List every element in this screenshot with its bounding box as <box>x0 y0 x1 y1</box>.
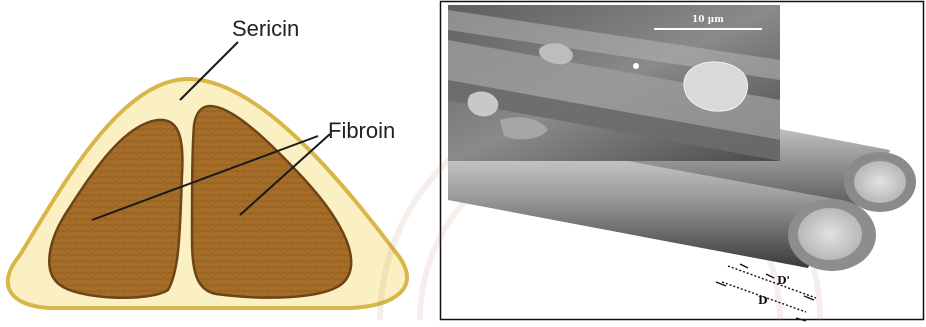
silk-fiber-3d-illustration: 10 µm D' D <box>380 2 924 322</box>
fibroin-core-left-shape <box>49 120 182 298</box>
fibroin-label: Fibroin <box>328 118 395 143</box>
scale-bar-label: 10 µm <box>692 15 724 25</box>
sericin-label: Sericin <box>232 16 299 41</box>
brin-front-end-inner <box>798 208 862 260</box>
sem-micrograph: 10 µm <box>448 5 780 161</box>
silk-fiber-cross-section: Sericin Fibroin <box>8 16 407 308</box>
dimension-label-outer: D <box>758 294 768 307</box>
dimension-label-inner: D' <box>777 274 790 287</box>
brin-back-end-inner <box>854 161 906 203</box>
